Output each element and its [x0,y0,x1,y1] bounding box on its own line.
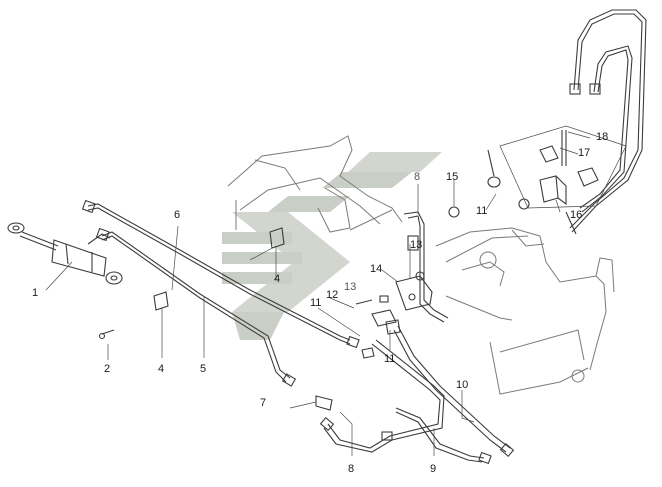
callout-7: 7 [260,397,266,409]
callout-8a: 8 [414,171,420,183]
small-hardware [98,227,333,411]
callout-15: 15 [446,171,458,183]
hydraulic-hoses-5-6 [81,199,360,387]
watermark-stripe [222,272,292,284]
callout-11b: 11 [384,353,395,365]
callout-6: 6 [174,209,180,221]
callout-12: 12 [326,289,338,301]
callout-2: 2 [104,363,110,375]
callout-5: 5 [200,363,206,375]
callout-17: 17 [578,147,590,159]
callout-9: 9 [430,463,436,475]
control-valve-block [355,206,460,359]
rear-brackets [487,130,599,210]
callout-4a: 4 [158,363,164,375]
watermark-stripe [232,312,284,340]
callout-14: 14 [370,263,382,275]
chassis-frame [227,135,615,395]
watermark-stripe [222,232,292,244]
callout-10: 10 [456,379,468,391]
hydraulic-cylinder [7,222,123,285]
watermark-stripe [322,172,412,188]
callout-11a: 11 [310,297,321,309]
callout-8b: 8 [348,463,354,475]
watermark-stripe [222,252,302,264]
callout-13b: 13 [410,239,422,251]
leader-lines [45,125,627,456]
callout-13a: 13 [344,281,356,293]
callout-16: 16 [570,209,582,221]
watermark-stripe [268,196,350,212]
rear-pipes [487,9,647,235]
watermark-stripe [348,152,442,172]
watermark-logo [222,152,442,340]
callout-11c: 11 [476,205,487,217]
hydraulic-hoses-8-9-10 [319,211,515,465]
callout-4b: 4 [274,273,280,285]
callout-18: 18 [596,131,608,143]
callout-1: 1 [32,287,38,299]
